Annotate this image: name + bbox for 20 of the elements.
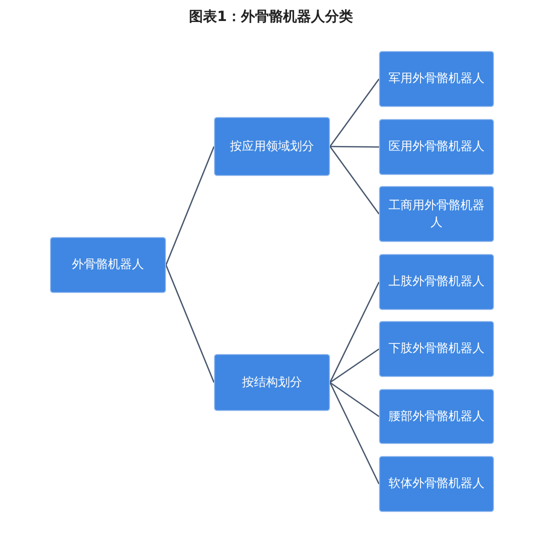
category-box: 外骨骼机器人 [50, 237, 166, 293]
category-box: 医用外骨骼机器人 [379, 119, 494, 175]
title: 图表1：外骨骼机器人分类 [189, 8, 353, 26]
connector-line [330, 382, 380, 418]
category-box: 工商用外骨骼机器人 [379, 186, 494, 242]
category-box: 下肢外骨骼机器人 [379, 321, 494, 377]
connector-line [329, 146, 380, 214]
category-box: 按结构划分 [214, 354, 330, 411]
connector-line [330, 146, 379, 148]
connector-line [330, 348, 380, 384]
category-box: 按应用领域划分 [214, 117, 330, 176]
connector-line [329, 78, 380, 147]
connector-line [329, 282, 380, 383]
connector-line [165, 264, 215, 383]
category-box: 上肢外骨骼机器人 [379, 254, 494, 310]
category-box: 腰部外骨骼机器人 [379, 389, 494, 444]
connector-line [165, 146, 215, 266]
category-box: 军用外骨骼机器人 [379, 51, 494, 107]
connector-line [329, 382, 380, 484]
category-box: 软体外骨骼机器人 [379, 456, 494, 512]
